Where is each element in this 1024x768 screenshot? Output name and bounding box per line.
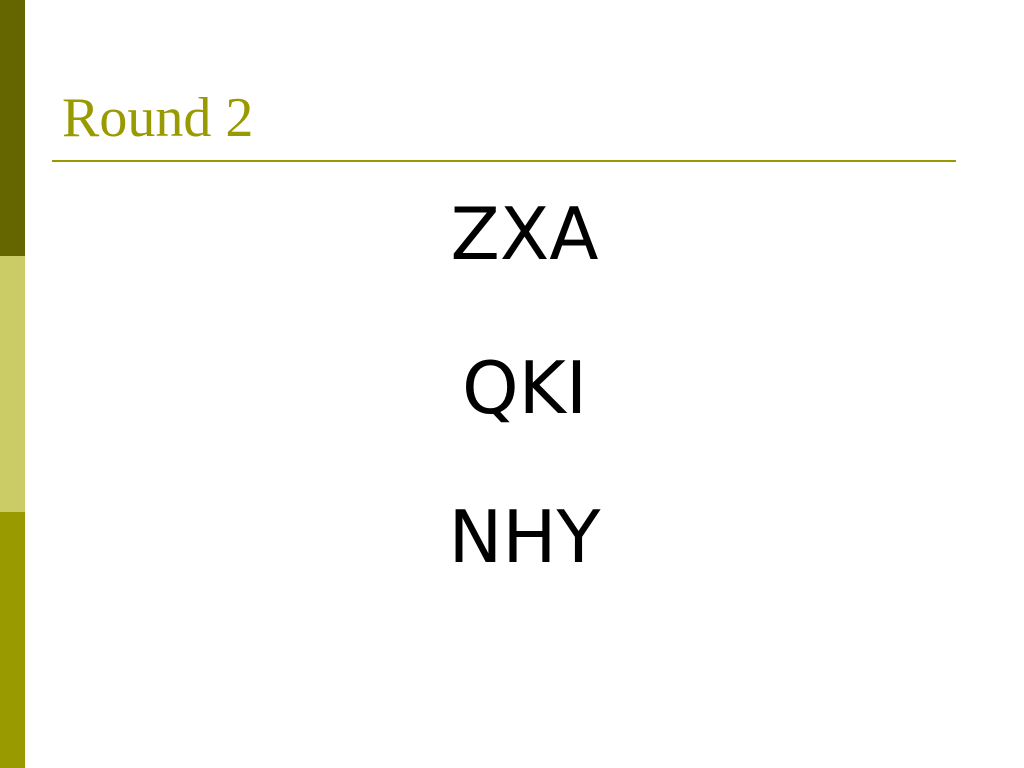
sidebar-stripe-bottom — [0, 512, 25, 768]
letter-group-3: NHY — [448, 495, 601, 579]
sidebar-stripe-middle — [0, 256, 25, 512]
letter-group-1: ZXA — [450, 192, 599, 276]
slide-title: Round 2 — [62, 87, 254, 149]
sidebar-stripe-top — [0, 0, 25, 256]
letter-group-2: QKI — [461, 346, 588, 430]
title-divider — [52, 160, 956, 162]
